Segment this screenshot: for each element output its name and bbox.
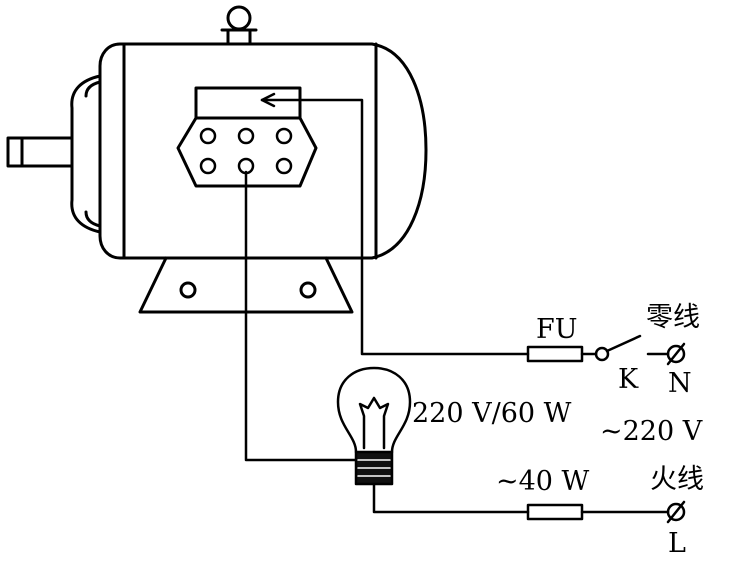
motor-end-cap-ring [84,80,102,228]
neutral-cn-label: 零线 [646,302,700,333]
live-cn-label: 火线 [650,464,704,495]
wire-lamp-to-live [372,482,530,514]
live-label: L [668,528,686,559]
wires [244,92,670,514]
motor-lifting-eye [220,28,258,46]
motor-lifting-eye-ring [226,5,252,31]
motor-shaft [6,136,74,168]
switch-symbol [594,334,670,362]
wire-terminal-to-lamp [244,170,358,462]
motor-foot-hole-left [179,281,197,299]
fuse-lamp-label: ~40 W [496,466,590,497]
lamp-rating-label: 220 V/60 W [412,398,572,429]
lamp-filament [358,396,390,450]
lamp [336,366,412,486]
motor-housing [98,42,428,260]
fuse-lamp-symbol [526,503,584,521]
wire-neutral [260,98,530,356]
terminal-posts [199,127,293,175]
live-terminal [666,500,686,524]
supply-voltage-label: ~220 V [600,416,703,447]
neutral-terminal [666,342,686,366]
fuse-main-label: FU [536,314,578,345]
lamp-bulb [336,366,412,454]
wire-neutral-arrow [260,92,276,108]
motor-end-cap [70,74,102,234]
motor [6,5,428,314]
terminal-block [176,116,318,188]
neutral-label: N [668,368,692,399]
switch-label: K [618,364,639,395]
lamp-base-threads [357,459,391,477]
motor-foot-hole-right [299,281,317,299]
fuse-main-symbol [526,345,584,363]
terminal-box-cover [194,86,302,120]
